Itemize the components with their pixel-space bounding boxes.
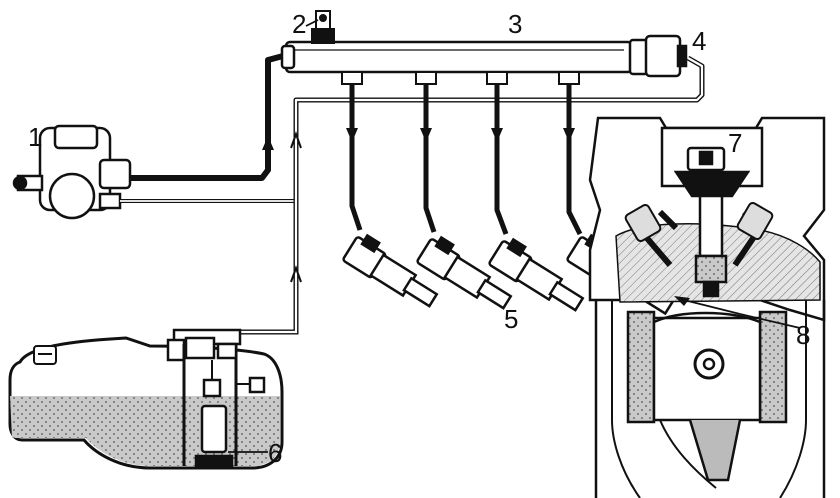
cylinder-block [594, 300, 826, 498]
ignition-coil [660, 126, 764, 298]
fuel-tank [8, 336, 284, 470]
label-4: 4 [692, 26, 706, 56]
injector-feed-pipes [341, 71, 583, 236]
label-3: 3 [508, 9, 522, 39]
pressure-sensor [311, 10, 335, 44]
injector-2 [416, 235, 513, 310]
label-1: 1 [28, 122, 42, 152]
label-6: 6 [268, 438, 282, 468]
high-pressure-pump [12, 124, 132, 220]
flow-arrow-icon [262, 136, 274, 150]
fuel-rail [280, 40, 634, 74]
return-arrow-icon [290, 131, 302, 149]
label-5: 5 [504, 304, 518, 334]
piston [652, 311, 762, 489]
engine-section [588, 116, 826, 498]
supply-arrow-icon [290, 265, 302, 283]
injector-1 [342, 233, 439, 308]
pressure-regulator [628, 34, 688, 78]
high-pressure-line [130, 53, 290, 181]
fuel-pump-module [166, 328, 266, 468]
label-8: 8 [796, 320, 810, 350]
leader-lines [228, 19, 801, 453]
label-2: 2 [292, 9, 306, 39]
spark-pointer-icon [674, 296, 690, 306]
label-7: 7 [728, 128, 742, 158]
injector-3 [488, 237, 585, 312]
